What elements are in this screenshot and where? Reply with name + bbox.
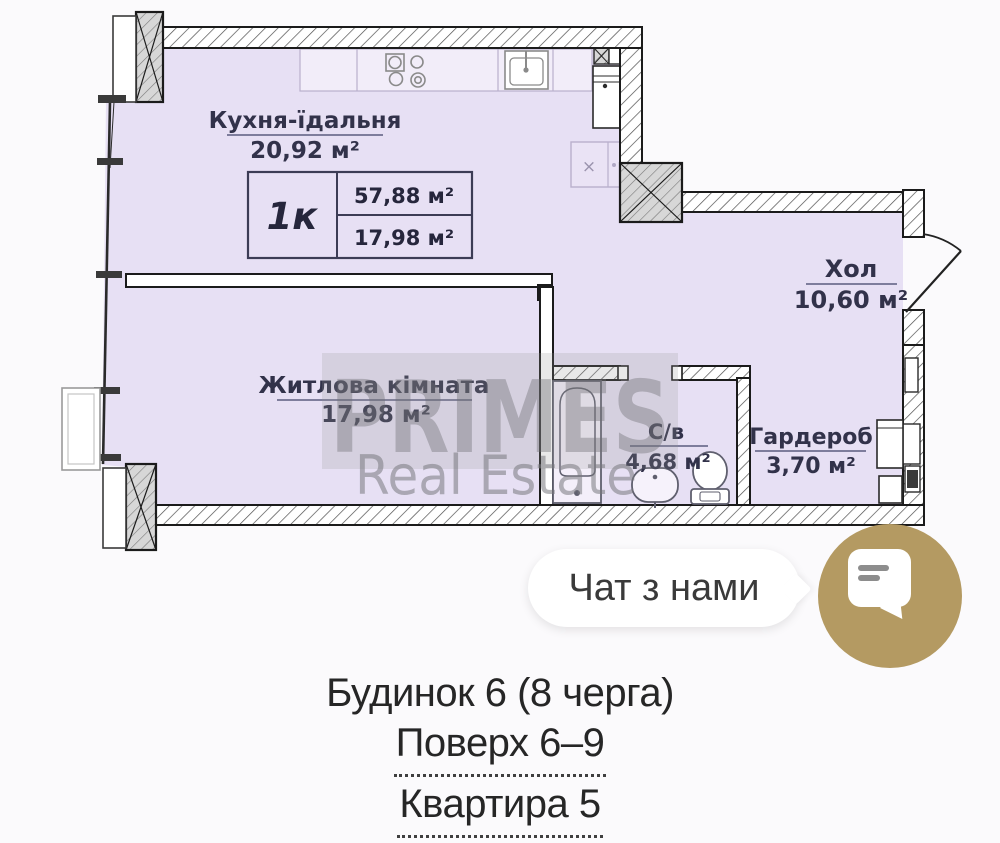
window-mullion: [94, 387, 120, 394]
chat-pill-tail: [780, 573, 812, 605]
living-label: Житлова кімната: [259, 373, 490, 399]
exterior-walls: [154, 26, 925, 526]
floor-caption: Поверх 6–9: [393, 718, 607, 777]
bathroom-door-jambs: [617, 365, 683, 381]
window-mullion: [95, 454, 121, 461]
bathroom-label-group: С/в 4,68 м²: [625, 420, 711, 474]
chat-bubble-tail: [879, 594, 913, 626]
chat-with-us-label: Чат з нами: [568, 566, 760, 609]
wardrobe-area: 3,70 м²: [766, 454, 856, 479]
kitchen-label-group: Кухня-їдальня 20,92 м²: [209, 108, 402, 164]
window-mullion: [98, 95, 126, 103]
kitchen-area: 20,92 м²: [250, 138, 360, 164]
toilet-icon: [690, 451, 730, 505]
floor-plan-svg: ×: [61, 10, 962, 552]
apartment-type: 1к: [267, 195, 319, 238]
washbasin-icon: [631, 467, 679, 508]
hall-area: 10,60 м²: [794, 286, 908, 314]
living-area-label: 17,98 м²: [321, 402, 431, 428]
living-label-group: Житлова кімната 17,98 м²: [259, 373, 490, 428]
wardrobe-label: Гардероб: [749, 425, 873, 450]
wardrobe-label-group: Гардероб 3,70 м²: [749, 425, 873, 479]
hall-label-group: Хол 10,60 м²: [794, 255, 908, 314]
chat-fab-button[interactable]: [818, 524, 962, 668]
apartment-info-box: 1к 57,88 м² 17,98 м²: [246, 170, 474, 260]
stove-icon: [385, 53, 426, 88]
hall-label: Хол: [825, 255, 878, 283]
chat-bubble-text-line: [858, 565, 889, 571]
listing-caption: Будинок 6 (8 черга) Поверх 6–9 Квартира …: [0, 668, 1000, 840]
chat-with-us-button[interactable]: Чат з нами: [528, 549, 812, 627]
window-mullion: [96, 271, 122, 278]
bathroom-label: С/в: [648, 420, 684, 444]
wall-piers: [124, 10, 684, 552]
living-area: 17,98 м²: [354, 226, 454, 250]
total-area: 57,88 м²: [354, 184, 454, 208]
watermark-brand: PRIMES: [330, 359, 670, 476]
window-wall: [61, 15, 137, 549]
kitchen-sink-icon: [504, 50, 549, 90]
bathtub-icon: [552, 380, 602, 504]
kitchen-label: Кухня-їдальня: [209, 108, 402, 134]
window-mullion: [97, 158, 123, 165]
wardrobe-shelves: [876, 419, 904, 504]
watermark: PRIMES Real Estate: [322, 353, 678, 507]
interior-walls: [125, 273, 554, 506]
bathroom-area: 4,68 м²: [625, 450, 711, 474]
building-caption: Будинок 6 (8 черга): [326, 671, 674, 715]
watermark-subtitle: Real Estate: [355, 444, 637, 507]
equipment-x-mark: ×: [582, 157, 596, 177]
duct-boxes: [592, 47, 623, 129]
entrance-door-arc: [905, 233, 962, 313]
chat-bubble-text-line: [858, 575, 880, 581]
shaft-boxes: [902, 357, 921, 493]
chat-bubble-icon: [848, 549, 913, 626]
apartment-caption: Квартира 5: [397, 779, 603, 838]
equipment-box: ×: [570, 141, 623, 188]
